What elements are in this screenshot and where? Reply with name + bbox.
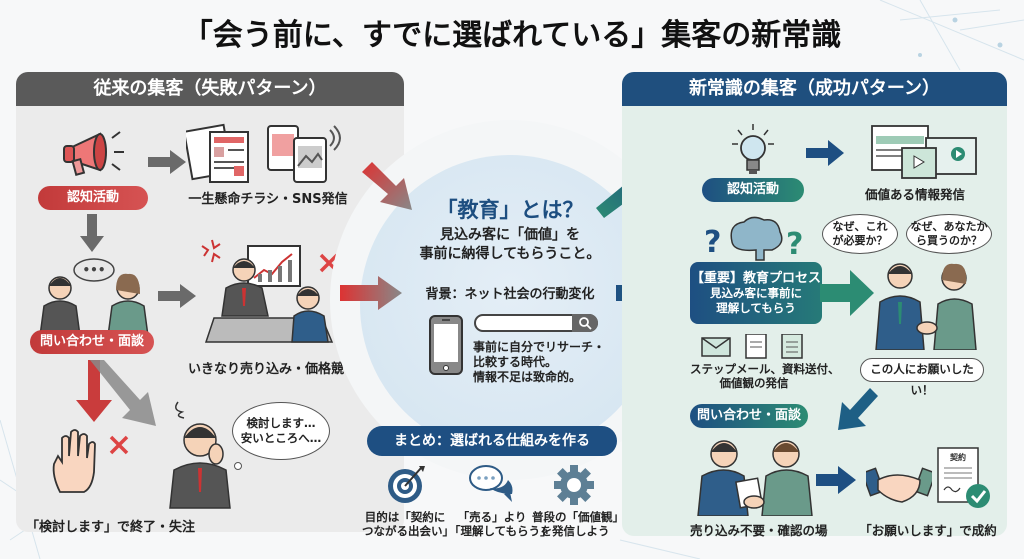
arrow-down-icon bbox=[80, 214, 104, 252]
flyer-caption: 一生懸命チラシ・SNS発信 bbox=[188, 192, 348, 207]
question-icon: ? bbox=[786, 227, 803, 262]
thought-dot bbox=[234, 462, 242, 470]
end-caption: 「検討します」で終了・失注 bbox=[26, 520, 196, 535]
research-line-2: 比較する時代。 bbox=[473, 355, 558, 369]
arrow-down-left-icon bbox=[838, 388, 878, 430]
mail-icon bbox=[701, 337, 731, 357]
summary-title: まとめ：選ばれる仕組みを作る bbox=[367, 426, 617, 456]
handshake-icon bbox=[866, 467, 932, 503]
document-icon bbox=[781, 334, 803, 359]
gear-icon bbox=[554, 465, 594, 505]
arrow-in-top-icon bbox=[362, 162, 412, 210]
agreement-bubble: この人にお願いしたい！ bbox=[860, 358, 984, 397]
lightbulb-icon bbox=[732, 124, 774, 174]
question-icon: ? bbox=[704, 225, 721, 260]
conversation-icon: ••• bbox=[39, 258, 149, 336]
arrow-right-icon bbox=[806, 140, 844, 166]
arrow-in-middle-icon bbox=[340, 276, 402, 310]
smartphone-icon bbox=[429, 315, 463, 375]
target-icon bbox=[388, 466, 425, 503]
background-label: 背景：ネット社会の行動変化 bbox=[425, 287, 595, 302]
content-caption: 価値ある情報発信 bbox=[864, 187, 965, 202]
awareness-label-success: 認知活動 bbox=[702, 178, 804, 202]
success-panel-header: 新常識の集客（成功パターン） bbox=[622, 72, 1007, 106]
inquiry-label-success: 問い合わせ・面談 bbox=[690, 404, 808, 428]
failure-branch-arrows bbox=[76, 360, 156, 426]
research-line-3: 情報不足は致命的。 bbox=[473, 370, 582, 384]
education-title: 「教育」とは？ bbox=[436, 198, 584, 222]
thought-bubble: 検討します… 安いところへ… bbox=[232, 402, 330, 460]
page-title: 「会う前に、すでに選ばれている」集客の新常識 bbox=[182, 18, 842, 53]
search-button bbox=[572, 314, 598, 332]
question-bubble-why-you: なぜ、あなたか ら買うのか？ bbox=[906, 214, 992, 254]
contract-label: 契約 bbox=[949, 452, 966, 462]
research-text: 事前に自分でリサーチ・ 比較する時代。 情報不足は致命的。 bbox=[473, 340, 605, 385]
handshake-people-icon bbox=[875, 263, 977, 350]
failure-panel-header: 従来の集客（失敗パターン） bbox=[16, 72, 404, 106]
success-caption: 「お願いします」で成約 bbox=[859, 523, 997, 538]
search-icon bbox=[579, 317, 592, 330]
video-content-icon bbox=[871, 125, 977, 179]
chat-icon bbox=[469, 465, 513, 502]
hard-sell-meeting-icon bbox=[201, 239, 334, 343]
thought-line-1: 検討します… bbox=[246, 416, 316, 430]
inquiry-label-failure: 問い合わせ・面談 bbox=[30, 330, 154, 354]
summary-item-values: 普段の「価値観」 を発信しよう bbox=[532, 510, 624, 538]
cross-icon bbox=[109, 435, 129, 455]
channels-icons bbox=[701, 334, 803, 359]
education-process-title: 【重要】教育プロセス bbox=[690, 271, 821, 286]
worried-man-icon bbox=[169, 401, 231, 509]
education-process-box: 【重要】教育プロセス 見込み客に事前に 理解してもらう bbox=[690, 262, 822, 324]
check-icon bbox=[966, 484, 990, 508]
definition-line-2: 事前に納得してもらうこと。 bbox=[419, 246, 601, 262]
research-line-1: 事前に自分でリサーチ・ bbox=[473, 340, 606, 354]
contract-icon: 契約 bbox=[937, 447, 990, 508]
handshake-meeting-icon bbox=[697, 440, 813, 516]
brain-icon: ? ? bbox=[704, 216, 803, 262]
speech-dots: ••• bbox=[82, 263, 105, 277]
megaphone-icon bbox=[63, 131, 124, 176]
sns-post-icon bbox=[267, 125, 341, 183]
channels-caption: ステップメール、資料送付、 価値観の発信 bbox=[690, 362, 840, 390]
document-icon bbox=[745, 334, 767, 359]
thought-line-2: 安いところへ… bbox=[240, 431, 322, 445]
definition-line-1: 見込み客に「価値」を bbox=[440, 227, 580, 243]
anger-icon bbox=[201, 239, 221, 263]
stop-hand-icon bbox=[52, 429, 96, 493]
search-input bbox=[474, 314, 598, 332]
flyer-icon bbox=[186, 123, 249, 183]
summary-item-understanding: 「売る」より 「理解してもらう」 bbox=[449, 510, 552, 538]
arrow-right-icon bbox=[820, 270, 874, 316]
question-bubble-why-needed: なぜ、これ が必要か？ bbox=[822, 214, 898, 254]
arrow-right-icon bbox=[158, 284, 196, 308]
meeting-caption: 売り込み不要・確認の場 bbox=[690, 523, 828, 538]
education-definition: 見込み客に「価値」を 事前に納得してもらうこと。 bbox=[380, 226, 640, 264]
summary-item-purpose: 目的は「契約に つながる出会い」 bbox=[362, 510, 454, 538]
arrow-right-icon bbox=[148, 150, 186, 174]
awareness-label-failure: 認知活動 bbox=[38, 186, 148, 210]
arrow-right-icon bbox=[816, 466, 856, 494]
hard-sell-caption: いきなり売り込み・価格競争 bbox=[188, 362, 358, 377]
